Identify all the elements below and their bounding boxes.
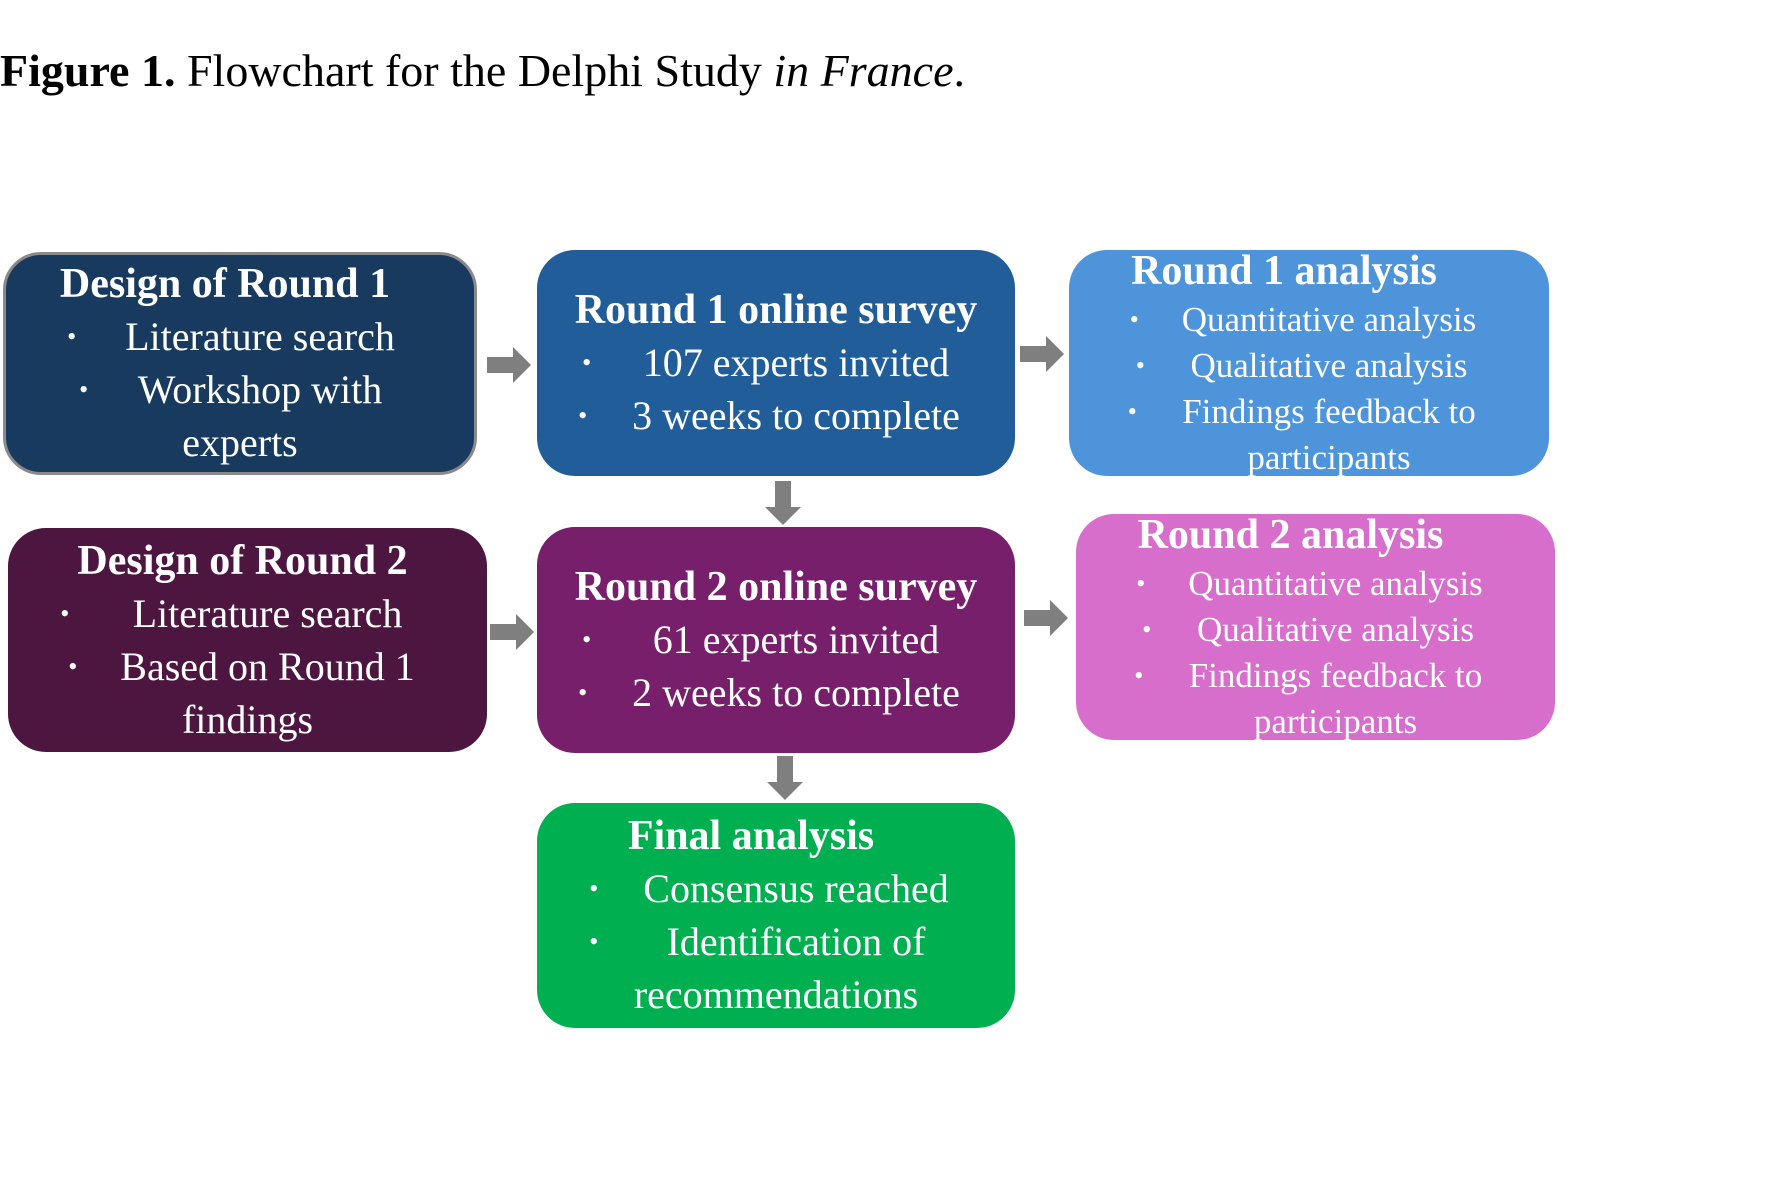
round2-analysis-title: Round 2 analysis xyxy=(1137,512,1444,558)
list-item: findings xyxy=(181,696,314,742)
list-item: participants xyxy=(1253,702,1418,741)
round1-survey-list: •107 experts invited •3 weeks to complet… xyxy=(578,336,960,442)
design-round2-box: Design of Round 2 •Literature search •Ba… xyxy=(8,528,487,752)
list-item: •Identification of xyxy=(589,919,926,964)
list-item: •61 experts invited xyxy=(582,617,940,662)
final-analysis-box: Final analysis •Consensus reached •Ident… xyxy=(537,803,1015,1028)
arrow-right-icon xyxy=(1020,336,1064,372)
design-round2-list: •Literature search •Based on Round 1 fin… xyxy=(60,587,415,746)
list-item: •Quantitative analysis xyxy=(1136,564,1483,603)
arrow-down-icon xyxy=(765,481,801,525)
round1-analysis-list: •Quantitative analysis •Qualitative anal… xyxy=(1127,297,1477,481)
round1-analysis-box: Round 1 analysis •Quantitative analysis … xyxy=(1069,248,1549,477)
design-round1-title: Design of Round 1 xyxy=(59,261,391,307)
list-item: •3 weeks to complete xyxy=(578,393,960,438)
round1-analysis-title: Round 1 analysis xyxy=(1131,248,1437,294)
arrow-right-icon xyxy=(490,614,534,650)
final-analysis-title: Final analysis xyxy=(627,813,875,859)
list-item: •Findings feedback to xyxy=(1127,392,1476,431)
list-item: •Based on Round 1 xyxy=(68,643,415,689)
design-round1-list: •Literature search •Workshop with expert… xyxy=(67,310,395,469)
list-item: •Workshop with xyxy=(79,367,383,412)
list-item: experts xyxy=(182,420,298,465)
list-item: •Findings feedback to xyxy=(1134,656,1483,695)
final-analysis-list: •Consensus reached •Identification of re… xyxy=(589,862,949,1021)
round2-analysis-box: Round 2 analysis •Quantitative analysis … xyxy=(1076,512,1555,741)
round1-survey-box: Round 1 online survey •107 experts invit… xyxy=(537,250,1015,476)
figure-caption: Figure 1. Flowchart for the Delphi Study… xyxy=(0,44,965,97)
list-item: recommendations xyxy=(633,972,919,1017)
round2-survey-list: •61 experts invited •2 weeks to complete xyxy=(578,613,960,719)
round2-survey-title: Round 2 online survey xyxy=(574,564,978,610)
list-item: •Qualitative analysis xyxy=(1142,610,1474,649)
round2-analysis-list: •Quantitative analysis •Qualitative anal… xyxy=(1134,561,1483,745)
list-item: •Consensus reached xyxy=(589,866,949,911)
arrow-right-icon xyxy=(487,347,531,383)
design-round2-title: Design of Round 2 xyxy=(77,537,408,584)
round1-survey-title: Round 1 online survey xyxy=(574,287,978,333)
arrow-right-icon xyxy=(1024,600,1068,636)
list-item: •Literature search xyxy=(67,314,395,359)
list-item: •Literature search xyxy=(60,590,403,636)
figure-caption-text: Flowchart for the Delphi Study xyxy=(175,45,774,96)
figure-label: Figure 1. xyxy=(0,45,176,96)
list-item: participants xyxy=(1247,438,1411,477)
list-item: •Qualitative analysis xyxy=(1135,346,1468,385)
round2-survey-box: Round 2 online survey •61 experts invite… xyxy=(537,527,1015,753)
arrow-down-icon xyxy=(767,756,803,800)
list-item: •2 weeks to complete xyxy=(578,670,960,715)
figure-caption-italic: in France xyxy=(773,45,954,96)
list-item: •Quantitative analysis xyxy=(1129,300,1477,339)
design-round1-box: Design of Round 1 •Literature search •Wo… xyxy=(3,252,477,475)
figure-caption-end: . xyxy=(953,45,966,96)
list-item: •107 experts invited xyxy=(582,340,950,385)
